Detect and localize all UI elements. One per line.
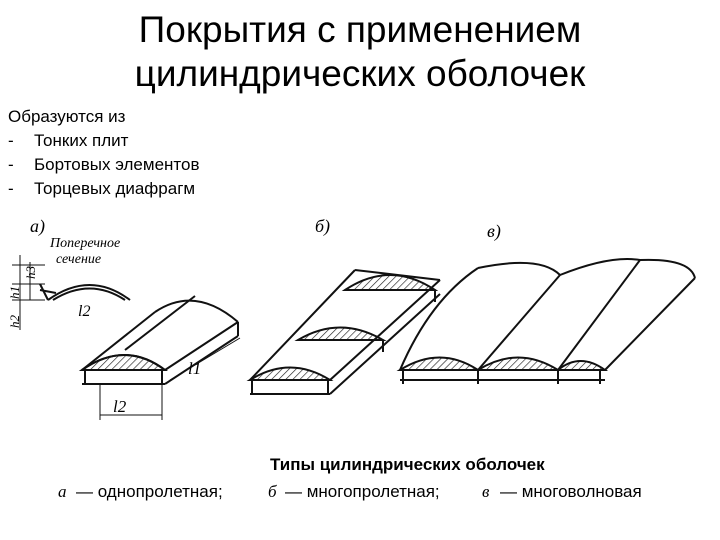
component-list: - Тонких плит - Бортовых элементов - Торцев…	[8, 129, 200, 201]
caption-b-text: — многопролетная;	[285, 482, 440, 501]
list-item-text: Тонких плит	[34, 131, 129, 150]
caption-c-text: — многоволновая	[500, 482, 642, 501]
dimension-h3: h3	[23, 266, 38, 280]
list-item: - Тонких плит	[8, 129, 200, 153]
list-dash: -	[8, 131, 14, 150]
multi-wave-shell	[396, 258, 696, 384]
slide-title: Покрытия с применением цилиндрических об…	[0, 8, 720, 96]
panel-a-label: а)	[30, 216, 45, 237]
panel-b-label: б)	[315, 216, 330, 237]
dimension-h1: h1	[7, 286, 22, 299]
dimension-h2: h2	[7, 315, 22, 329]
dimension-l2-base: l2	[113, 397, 127, 416]
cross-section-label-line1: Поперечное	[49, 236, 120, 251]
caption-title: Типы цилиндрических оболочек	[270, 455, 545, 474]
cross-section-label-line2: сечение	[56, 252, 101, 267]
list-dash: -	[8, 155, 14, 174]
dimension-l2-section: l2	[78, 303, 90, 320]
list-item: - Торцевых диафрагм	[8, 177, 200, 201]
intro-text: Образуются из	[8, 107, 126, 126]
title-line-2: цилиндрических оболочек	[134, 53, 586, 94]
list-item: - Бортовых элементов	[8, 153, 200, 177]
caption-a-letter: а	[58, 482, 67, 501]
caption-b-letter: б	[268, 482, 277, 501]
multi-span-shell	[246, 269, 441, 395]
dimension-l1: l1	[188, 359, 201, 378]
cross-section-sketch	[12, 255, 131, 330]
panel-c-label: в)	[487, 221, 501, 242]
list-dash: -	[8, 179, 14, 198]
list-item-text: Бортовых элементов	[34, 155, 200, 174]
title-line-1: Покрытия с применением	[138, 9, 582, 50]
caption-c-letter: в	[482, 482, 490, 501]
single-span-shell	[78, 295, 241, 420]
caption-a-text: — однопролетная;	[76, 482, 223, 501]
list-item-text: Торцевых диафрагм	[34, 179, 196, 198]
